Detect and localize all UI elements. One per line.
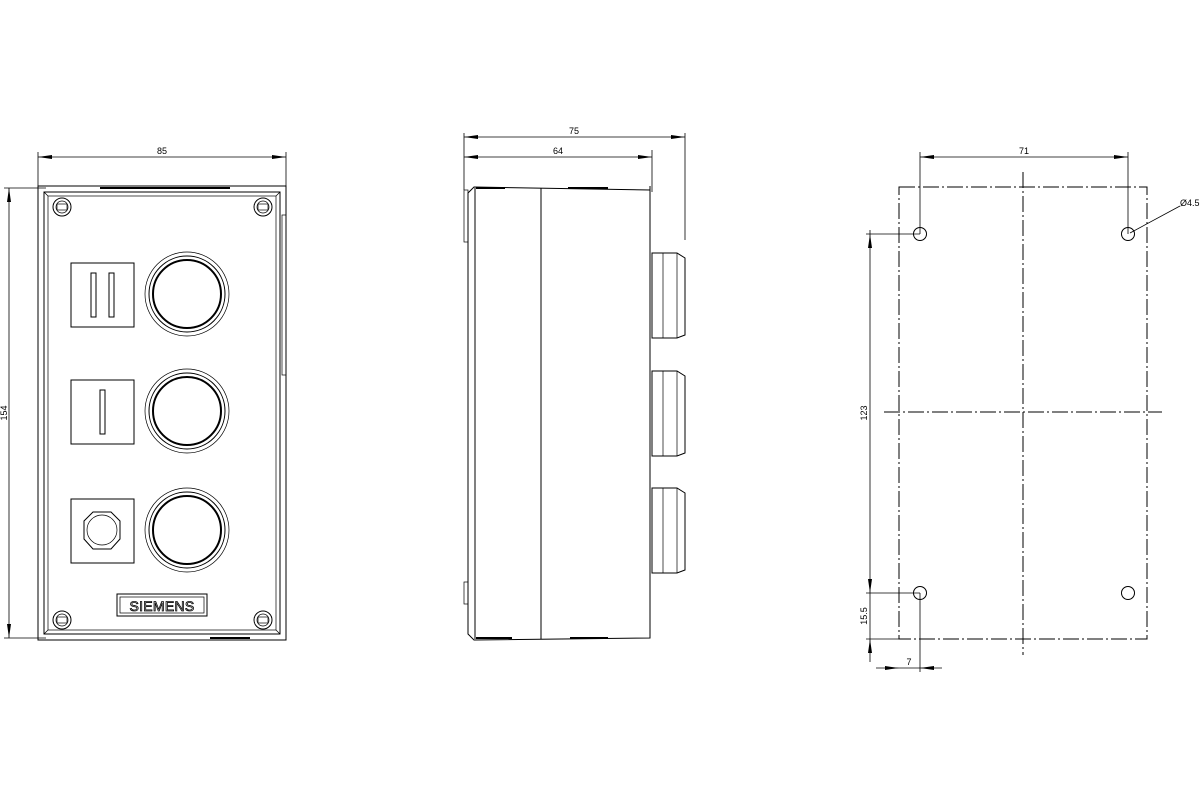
dimension-label: Ø4.5 — [1180, 198, 1200, 208]
button-actuator-side — [651, 370, 686, 457]
dimension-depth-64: 64 — [464, 146, 653, 192]
dimension-label: 154 — [0, 405, 9, 420]
indicator-lamp — [70, 498, 135, 564]
siemens-logo: SIEMENS — [116, 593, 208, 617]
dimension-depth-75: 75 — [463, 126, 686, 240]
side-view: 75 64 — [463, 126, 686, 641]
label-plate-single-bar — [70, 379, 135, 445]
screw-icon — [52, 610, 72, 630]
dimension-hole-spacing-71: 71 — [919, 146, 1129, 234]
dimension-edge-offset-7: 7 — [876, 593, 942, 672]
label-plate-double-bar — [70, 262, 135, 328]
side-strip — [281, 214, 287, 376]
enclosure-side-outline — [467, 186, 651, 641]
dimension-label: 123 — [859, 405, 869, 420]
dimension-label: 15.5 — [859, 607, 869, 625]
dimension-width-85: 85 — [37, 146, 287, 188]
enclosure-outline — [37, 185, 287, 641]
dimension-label: 75 — [569, 126, 579, 136]
pushbutton — [144, 251, 230, 337]
front-view: 85 154 — [0, 146, 287, 641]
screw-icon — [253, 610, 273, 630]
dimension-label: 7 — [906, 657, 911, 667]
dimension-label: 71 — [1019, 146, 1029, 156]
screw-icon — [52, 197, 72, 217]
dimension-label: 64 — [553, 146, 563, 156]
screw-icon — [253, 197, 273, 217]
mounting-view: 71 Ø4.5 123 15.5 7 — [859, 146, 1200, 672]
dimension-hole-spacing-123: 123 — [859, 230, 920, 662]
pushbutton — [144, 368, 230, 454]
svg-text:SIEMENS: SIEMENS — [129, 598, 194, 614]
dimension-label: 85 — [157, 146, 167, 156]
dimension-edge-offset-15-5: 15.5 — [859, 607, 899, 653]
dimension-hole-diameter: Ø4.5 — [1129, 198, 1200, 234]
dimension-height-154: 154 — [0, 187, 46, 639]
pushbutton — [144, 487, 230, 573]
mounting-hole — [1121, 586, 1135, 600]
button-actuator-side — [651, 252, 686, 339]
button-actuator-side — [651, 487, 686, 574]
enclosure-lid — [43, 191, 281, 635]
